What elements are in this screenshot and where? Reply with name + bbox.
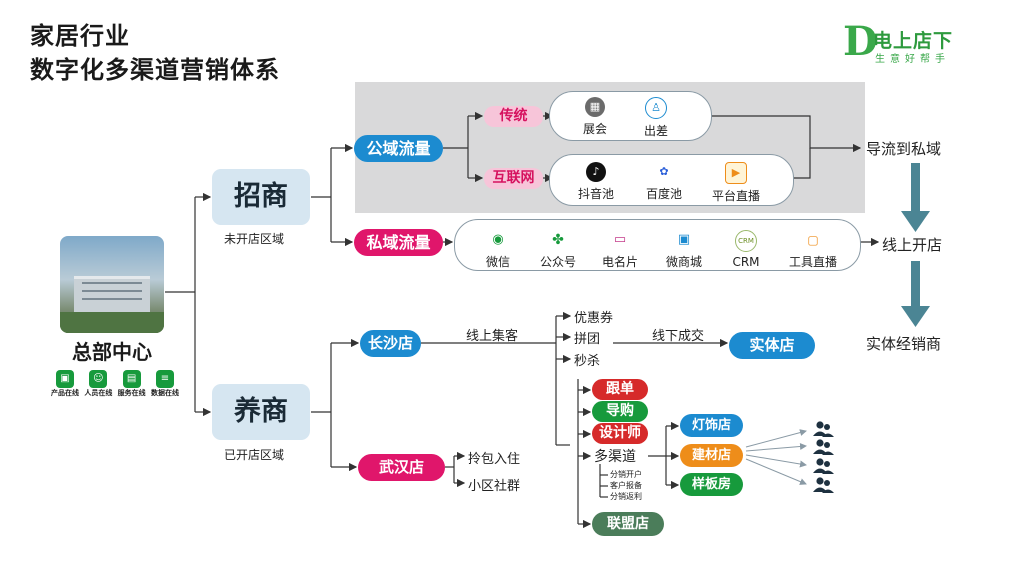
traditional-channels-box: [549, 91, 712, 141]
channel-douyin: ♪ 抖音池: [572, 162, 620, 202]
changsha-store-pill: 长沙店: [360, 330, 421, 357]
business-card-icon: ▭: [613, 232, 627, 247]
private-traffic-pill: 私域流量: [354, 229, 443, 256]
people-icon: ☺: [89, 370, 108, 388]
channel-micro-mall: ▣ 微商城: [665, 232, 702, 269]
official-account-icon: ✤: [552, 232, 564, 248]
title-line-2: 数字化多渠道营销体系: [30, 56, 280, 84]
hq-icons: ▣ 产品在线 ☺ 人员在线 ▤ 服务在线 ≡ 数据在线: [50, 370, 180, 398]
private-channels-box: [454, 219, 861, 271]
store-building-materials: 建材店: [680, 444, 743, 467]
wuhan-move-in: 拎包入住: [468, 452, 521, 467]
logo-slogan: 生意好帮手: [875, 54, 950, 65]
douyin-icon: ♪: [586, 162, 606, 182]
channel-crm: CRM CRM: [724, 230, 768, 269]
traditional-tag: 传统: [484, 106, 543, 127]
customer-icon: [813, 439, 834, 455]
hq-icon-service: ▤ 服务在线: [117, 370, 147, 398]
traveler-icon: ♙: [645, 97, 667, 119]
exhibition-icon: ▦: [585, 97, 605, 117]
multichannel-sub-rebate: 分销返利: [610, 492, 642, 501]
channel-official-account: ✤ 公众号: [539, 232, 576, 269]
internet-tag: 互联网: [484, 168, 543, 189]
wuhan-community: 小区社群: [468, 479, 521, 494]
title-line-1: 家居行业: [30, 22, 130, 50]
channel-platform-live: ▶ 平台直播: [706, 162, 766, 204]
tool-live-icon: ▢: [807, 233, 819, 247]
crm-icon: CRM: [735, 230, 757, 252]
customer-icon: [813, 477, 834, 493]
promo-coupon: 优惠券: [574, 311, 614, 326]
multichannel-sub-account: 分销开户: [610, 470, 642, 479]
customer-icon: [813, 421, 834, 437]
channel-exhibition: ▦ 展会: [575, 97, 615, 137]
multichannel-label: 多渠道: [594, 449, 636, 465]
live-stream-icon: ▶: [725, 162, 747, 184]
yangshang-box: 养商: [212, 384, 310, 440]
alliance-store-pill: 联盟店: [592, 512, 664, 536]
wechat-icon: ◉: [492, 232, 504, 247]
channel-designer: 设计师: [592, 423, 648, 444]
channel-follow-up: 跟单: [592, 379, 648, 400]
data-icon: ≡: [155, 370, 174, 388]
channel-business-trip: ♙ 出差: [636, 97, 676, 139]
channel-e-card: ▭ 电名片: [601, 232, 638, 269]
physical-store-pill: 实体店: [729, 332, 815, 359]
hq-building-image: [60, 236, 164, 333]
hq-label: 总部中心: [72, 340, 152, 364]
flow-online-store: 线上开店: [882, 236, 943, 254]
hq-icon-product: ▣ 产品在线: [50, 370, 80, 398]
store-lighting: 灯饰店: [680, 414, 743, 437]
promo-group-buy: 拼团: [574, 332, 601, 347]
customer-icons: [813, 421, 834, 493]
yangshang-sub: 已开店区域: [224, 448, 285, 462]
channel-tool-live: ▢ 工具直播: [785, 230, 841, 270]
zhaoshang-box: 招商: [212, 169, 310, 225]
product-icon: ▣: [56, 370, 74, 388]
multichannel-sub-report: 客户报备: [610, 481, 642, 490]
zhaoshang-sub: 未开店区域: [224, 232, 285, 246]
wuhan-store-pill: 武汉店: [358, 454, 445, 481]
channel-baidu: ✿ 百度池: [640, 162, 688, 202]
channel-shopping-guide: 导购: [592, 401, 648, 422]
logo-name: 电上店下: [873, 30, 954, 52]
service-icon: ▤: [122, 370, 141, 388]
shop-icon: ▣: [677, 232, 691, 247]
offline-deal-label: 线下成交: [652, 329, 705, 344]
logo-mark: D: [843, 18, 878, 65]
store-showroom: 样板房: [680, 473, 743, 496]
online-acquisition-label: 线上集客: [466, 329, 519, 344]
flow-to-private: 导流到私域: [866, 140, 942, 158]
hq-icon-people: ☺ 人员在线: [83, 370, 113, 398]
baidu-icon: ✿: [654, 162, 674, 182]
flow-physical-dealer: 实体经销商: [866, 335, 942, 353]
channel-wechat: ◉ 微信: [485, 232, 510, 269]
customer-icon: [813, 458, 834, 474]
promo-flash-sale: 秒杀: [574, 354, 601, 369]
hq-icon-data: ≡ 数据在线: [150, 370, 180, 398]
public-traffic-pill: 公域流量: [354, 135, 443, 162]
